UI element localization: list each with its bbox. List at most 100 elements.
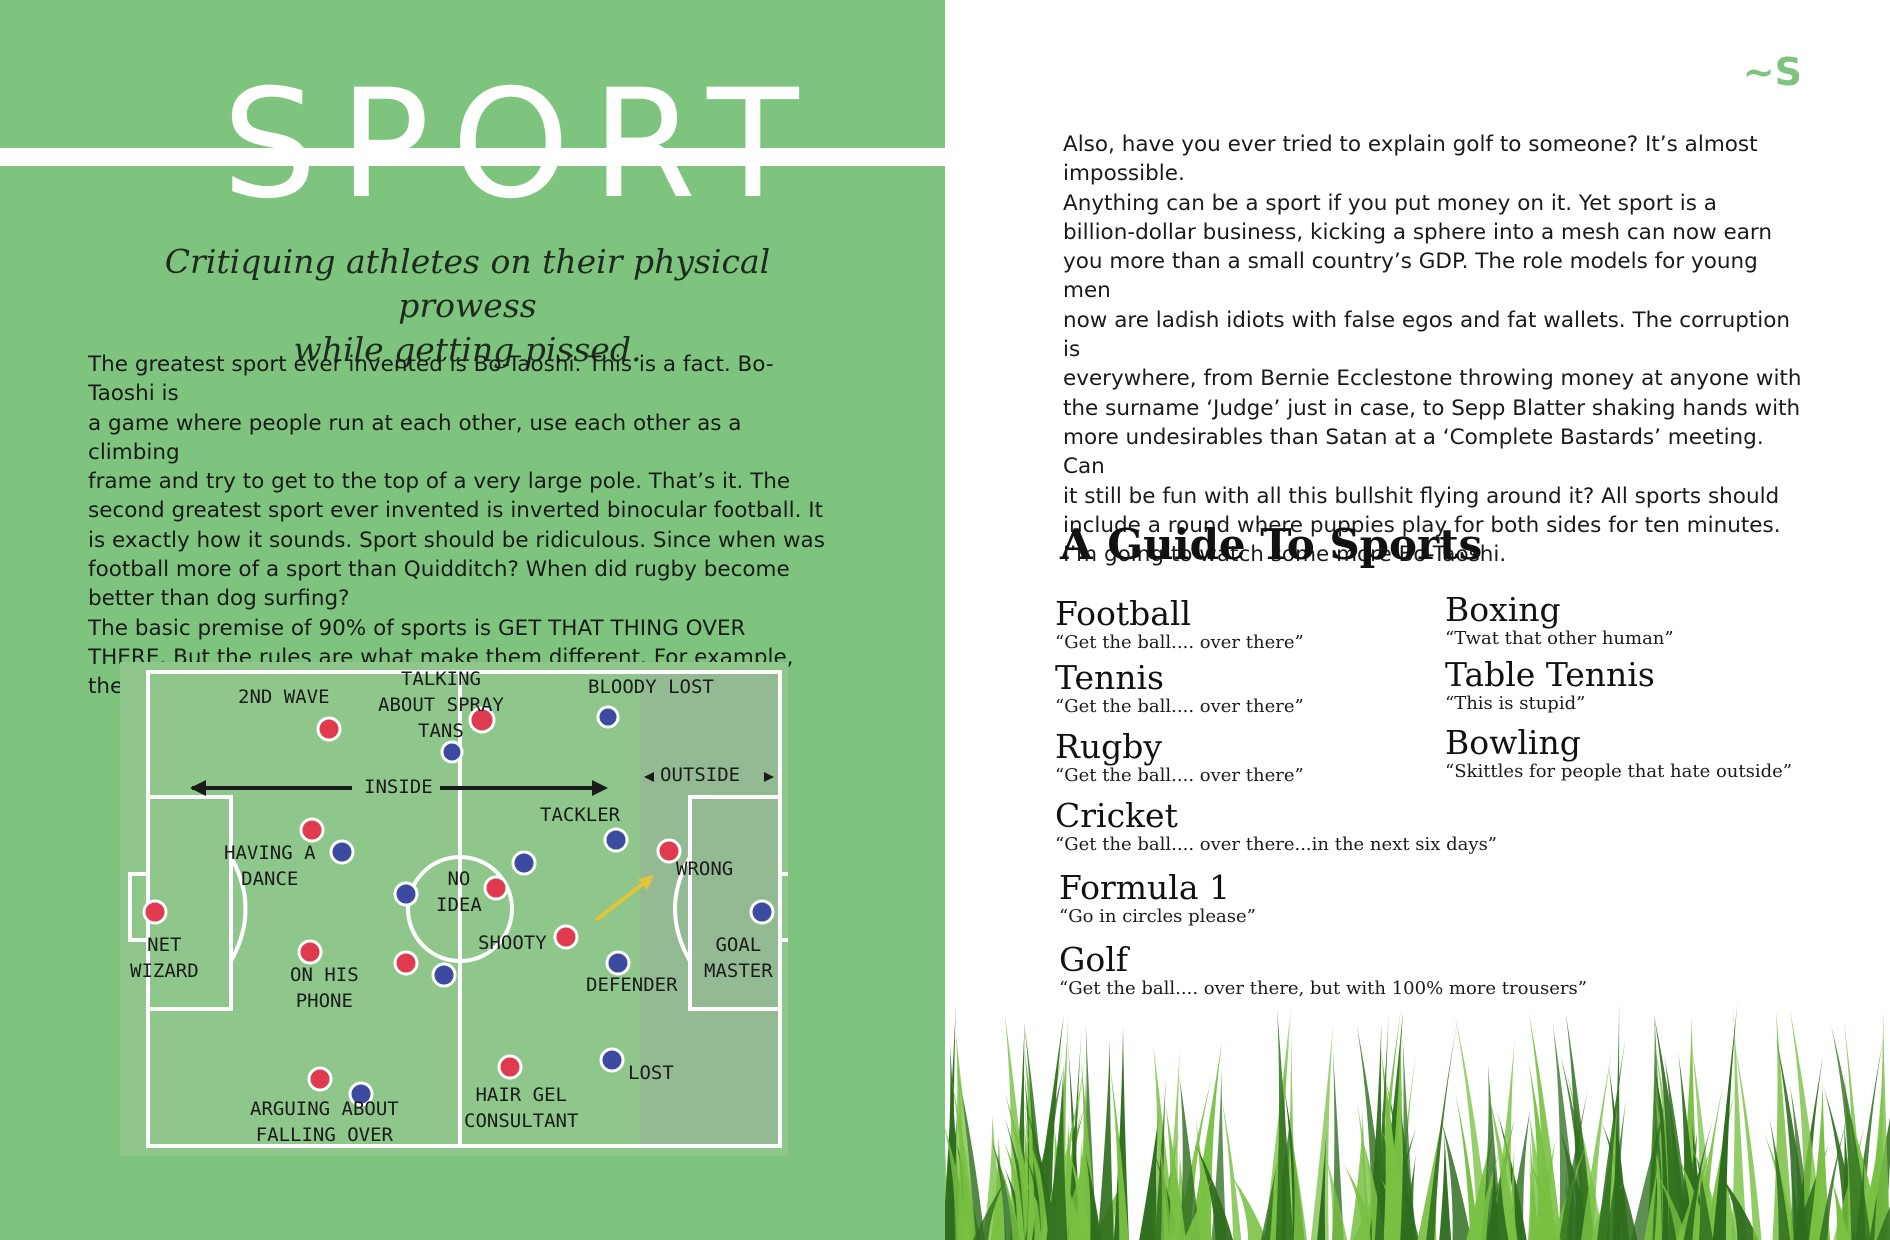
right-penalty-arc <box>673 856 692 962</box>
player-red <box>483 875 509 901</box>
grass-blade <box>1719 1174 1759 1240</box>
grass-blade <box>1165 1104 1187 1240</box>
player-blue <box>440 740 464 764</box>
label-shooty: SHOOTY <box>478 932 547 954</box>
grass-blade <box>1653 1168 1688 1240</box>
pitch-lines <box>128 670 788 1148</box>
grass-blade <box>1506 1145 1516 1240</box>
player-red <box>497 1054 523 1080</box>
player-blue <box>605 950 631 976</box>
grass-blade <box>1221 1095 1242 1240</box>
sport-name: Bowling <box>1445 723 1581 762</box>
title-rule <box>0 148 945 166</box>
grass-blade <box>1775 1035 1809 1240</box>
grass-blade <box>1466 1126 1495 1240</box>
sport-rugby: Rugby “Get the ball.... over there” <box>1055 729 1304 787</box>
grass-blade <box>1179 1076 1201 1240</box>
grass-blade <box>1317 1131 1327 1240</box>
sport-description: “Get the ball.... over there, but with 1… <box>1059 978 1587 999</box>
label-hair-gel-consultant: HAIR GEL CONSULTANT <box>464 1084 579 1132</box>
player-red <box>307 1066 333 1092</box>
left-page: SPORT Critiquing athletes on their physi… <box>0 0 945 1240</box>
inside-arrowhead-left <box>190 780 206 796</box>
right-paragraph-3: I’m going to watch some more Bo-Taoshi. <box>1063 542 1507 568</box>
offside-pitch-diagram: 2ND WAVE TALKING ABOUT SPRAY TANS BLOODY… <box>120 662 788 1156</box>
grass-blade <box>1808 1082 1831 1240</box>
grass-blade <box>1712 1002 1738 1240</box>
player-red <box>142 899 168 925</box>
grass-blade <box>1441 1120 1472 1240</box>
player-blue <box>329 839 355 865</box>
grass-blade <box>972 1173 1010 1240</box>
label-no-idea: NO IDEA <box>436 868 482 916</box>
label-talking-about-spray-tans: TALKING ABOUT SPRAY TANS <box>378 668 504 742</box>
grass-blade <box>1455 1092 1479 1240</box>
label-wrong: WRONG <box>676 858 734 880</box>
sport-name: Boxing <box>1445 590 1561 629</box>
grass-illustration <box>945 1002 1890 1240</box>
center-circle <box>406 855 514 963</box>
grass-blade <box>1831 1179 1849 1240</box>
player-blue <box>348 1081 374 1107</box>
sport-cricket: Cricket “Get the ball.... over there...i… <box>1055 798 1497 856</box>
grass-blade <box>1732 1034 1762 1240</box>
label-arguing-about-falling-over: ARGUING ABOUT FALLING OVER <box>250 1098 399 1146</box>
grass-blade <box>1831 1026 1871 1240</box>
sport-description: “Get the ball.... over there” <box>1055 765 1304 786</box>
right-page: ~S Also, have you ever tried to explain … <box>945 0 1890 1240</box>
sport-bowling: Bowling “Skittles for people that hate o… <box>1445 725 1792 783</box>
grass-blade <box>1195 1116 1212 1240</box>
grass-blade <box>1113 1025 1129 1240</box>
outside-arrowhead-right <box>764 772 774 782</box>
grass-blade <box>1264 1004 1292 1240</box>
grass-blade <box>1023 1100 1058 1240</box>
player-red <box>316 716 342 742</box>
grass-blade <box>1326 1157 1348 1240</box>
label-bloody-lost: BLOODY LOST <box>588 676 714 698</box>
grass-blade <box>1310 1022 1334 1240</box>
player-red <box>656 838 682 864</box>
grass-blade <box>1529 1160 1561 1240</box>
player-red <box>299 817 325 843</box>
grass-blade <box>1487 1090 1518 1240</box>
pass-arrow <box>594 878 650 922</box>
grass-blade <box>956 1064 985 1240</box>
right-goal <box>778 872 788 942</box>
sport-description: “Twat that other human” <box>1445 628 1674 649</box>
player-blue <box>596 705 620 729</box>
player-blue <box>599 1047 625 1073</box>
label-defender: DEFENDER <box>586 974 678 996</box>
sport-tennis: Tennis “Get the ball.... over there” <box>1055 660 1304 718</box>
grass-blade <box>1580 1049 1613 1240</box>
grass-blade <box>1290 1133 1308 1240</box>
grass-blade <box>1085 1153 1102 1240</box>
grass-blade <box>1565 1012 1594 1240</box>
guide-title: A Guide To Sports <box>1060 520 1483 569</box>
label-lost: LOST <box>628 1062 674 1084</box>
grass-blade <box>1644 1148 1662 1240</box>
grass-blade <box>1819 1110 1850 1240</box>
left-penalty-arc <box>229 856 248 962</box>
sport-name: Football <box>1055 594 1191 633</box>
grass-blade <box>1559 1088 1589 1240</box>
sport-name: Cricket <box>1055 796 1178 835</box>
page-mark: ~S <box>1742 50 1802 94</box>
sport-description: “Get the ball.... over there” <box>1055 632 1304 653</box>
inside-arrowhead-right <box>592 780 608 796</box>
player-blue <box>603 827 629 853</box>
grass-blade <box>1683 1117 1714 1240</box>
label-tackler: TACKLER <box>540 804 621 826</box>
player-blue <box>431 962 457 988</box>
grass-blade <box>990 1133 1007 1240</box>
right-body-text: Also, have you ever tried to explain gol… <box>1063 130 1803 569</box>
label-2nd-wave: 2ND WAVE <box>238 686 330 708</box>
sport-description: “Get the ball.... over there” <box>1055 696 1304 717</box>
grass-blade <box>1183 1176 1213 1240</box>
pass-arrowhead <box>638 875 654 890</box>
sport-name: Rugby <box>1055 727 1162 766</box>
grass-blade <box>1426 1017 1459 1240</box>
grass-blade <box>997 1160 1022 1240</box>
player-blue <box>749 899 775 925</box>
grass-blade <box>1097 1036 1114 1240</box>
player-red <box>393 950 419 976</box>
